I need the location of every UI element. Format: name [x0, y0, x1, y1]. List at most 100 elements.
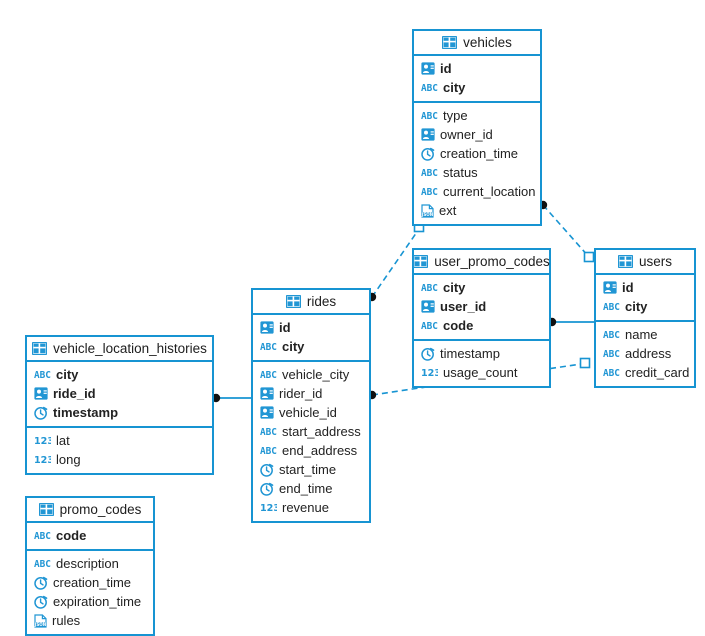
table-icon [442, 36, 458, 49]
entity-key-field[interactable]: ABC code [27, 526, 153, 545]
entity-field[interactable]: expiration_time [27, 592, 153, 611]
entity-key-field[interactable]: ABC city [414, 278, 549, 297]
entity-key-field[interactable]: ride_id [27, 384, 212, 403]
svg-text:JSON: JSON [34, 622, 47, 627]
field-label: timestamp [53, 405, 119, 420]
entity-columns-section: ABC name ABC address ABC credit_card [596, 322, 694, 386]
entity-key-field[interactable]: ABC code [414, 316, 549, 335]
entity-field[interactable]: creation_time [414, 144, 540, 163]
entity-field[interactable]: ABC name [596, 325, 694, 344]
entity-field[interactable]: vehicle_id [253, 403, 369, 422]
svg-text:ABC: ABC [603, 302, 620, 312]
field-label: name [625, 327, 658, 342]
entity-user_promo_codes[interactable]: user_promo_codes ABC city user_id ABC co… [412, 248, 551, 388]
entity-title[interactable]: users [596, 250, 694, 275]
field-label: status [443, 165, 478, 180]
entity-field[interactable]: JSON ext [414, 201, 540, 220]
entity-name: user_promo_codes [434, 254, 550, 269]
entity-columns-section: timestamp 123 usage_count [414, 341, 549, 386]
id-card-icon [260, 387, 274, 400]
entity-field[interactable]: ABC status [414, 163, 540, 182]
abc-icon: ABC [603, 367, 620, 378]
entity-title[interactable]: vehicle_location_histories [27, 337, 212, 362]
field-label: city [625, 299, 648, 314]
svg-text:ABC: ABC [603, 330, 620, 340]
field-label: rider_id [279, 386, 323, 401]
entity-users[interactable]: users id ABC city ABC name ABC address A… [594, 248, 696, 388]
entity-field[interactable]: rider_id [253, 384, 369, 403]
abc-icon: ABC [421, 167, 438, 178]
entity-vehicles[interactable]: vehicles id ABC city ABC type owner_id c… [412, 29, 542, 226]
clock-icon [34, 595, 48, 609]
id-card-icon [421, 128, 435, 141]
entity-field[interactable]: end_time [253, 479, 369, 498]
svg-text:ABC: ABC [421, 321, 438, 331]
clock-icon [421, 347, 435, 361]
entity-field[interactable]: ABC description [27, 554, 153, 573]
abc-icon: ABC [421, 320, 438, 331]
field-label: long [56, 452, 81, 467]
entity-field[interactable]: 123 lat [27, 431, 212, 450]
table-icon [617, 255, 633, 268]
entity-field[interactable]: start_time [253, 460, 369, 479]
entity-rides[interactable]: rides id ABC city ABC vehicle_city rider… [251, 288, 371, 523]
entity-key-field[interactable]: timestamp [27, 403, 212, 422]
entity-field[interactable]: 123 revenue [253, 498, 369, 517]
field-label: creation_time [53, 575, 132, 590]
svg-text:ABC: ABC [260, 446, 277, 456]
entity-field[interactable]: ABC end_address [253, 441, 369, 460]
field-label: timestamp [440, 346, 500, 361]
entity-key-field[interactable]: id [253, 318, 369, 337]
entity-primary-key-section: ABC city ride_id timestamp [27, 362, 212, 428]
entity-vehicle_location_histories[interactable]: vehicle_location_histories ABC city ride… [25, 335, 214, 475]
entity-field[interactable]: creation_time [27, 573, 153, 592]
entity-key-field[interactable]: user_id [414, 297, 549, 316]
entity-name: vehicles [463, 35, 512, 50]
relationship-vehiclelocationhistories-rides[interactable] [211, 393, 251, 403]
field-label: code [56, 528, 87, 543]
entity-columns-section: ABC type owner_id creation_time ABC stat… [414, 103, 540, 224]
entity-field[interactable]: timestamp [414, 344, 549, 363]
entity-primary-key-section: id ABC city [253, 315, 369, 362]
entity-key-field[interactable]: ABC city [253, 337, 369, 356]
entity-primary-key-section: ABC city user_id ABC code [414, 275, 549, 341]
entity-promo_codes[interactable]: promo_codes ABC code ABC description cre… [25, 496, 155, 636]
id-card-icon [421, 62, 435, 75]
relationship-userpromocodes-users[interactable] [547, 317, 594, 327]
clock-icon [260, 482, 274, 496]
field-label: end_address [282, 443, 358, 458]
entity-field[interactable]: ABC start_address [253, 422, 369, 441]
entity-field[interactable]: ABC credit_card [596, 363, 694, 382]
entity-title[interactable]: vehicles [414, 31, 540, 56]
entity-field[interactable]: ABC vehicle_city [253, 365, 369, 384]
entity-field[interactable]: JSON rules [27, 611, 153, 630]
entity-field[interactable]: owner_id [414, 125, 540, 144]
entity-field[interactable]: ABC address [596, 344, 694, 363]
entity-key-field[interactable]: ABC city [27, 365, 212, 384]
id-card-icon [603, 281, 617, 294]
svg-text:ABC: ABC [603, 349, 620, 359]
svg-text:ABC: ABC [421, 111, 438, 121]
entity-title[interactable]: user_promo_codes [413, 250, 550, 275]
entity-field[interactable]: ABC type [414, 106, 540, 125]
id-card-icon [260, 406, 274, 419]
entity-key-field[interactable]: ABC city [414, 78, 540, 97]
entity-field[interactable]: 123 long [27, 450, 212, 469]
number-icon: 123 [34, 454, 51, 465]
entity-field[interactable]: 123 usage_count [414, 363, 549, 382]
clock-icon [260, 463, 274, 477]
table-icon [413, 255, 429, 268]
field-label: city [443, 80, 466, 95]
entity-field[interactable]: ABC current_location [414, 182, 540, 201]
entity-key-field[interactable]: ABC city [596, 297, 694, 316]
entity-title[interactable]: rides [253, 290, 369, 315]
svg-text:ABC: ABC [260, 342, 277, 352]
entity-title[interactable]: promo_codes [27, 498, 153, 523]
entity-key-field[interactable]: id [414, 59, 540, 78]
svg-text:123: 123 [34, 436, 51, 446]
abc-icon: ABC [260, 426, 277, 437]
svg-text:123: 123 [34, 455, 51, 465]
abc-icon: ABC [421, 82, 438, 93]
entity-key-field[interactable]: id [596, 278, 694, 297]
